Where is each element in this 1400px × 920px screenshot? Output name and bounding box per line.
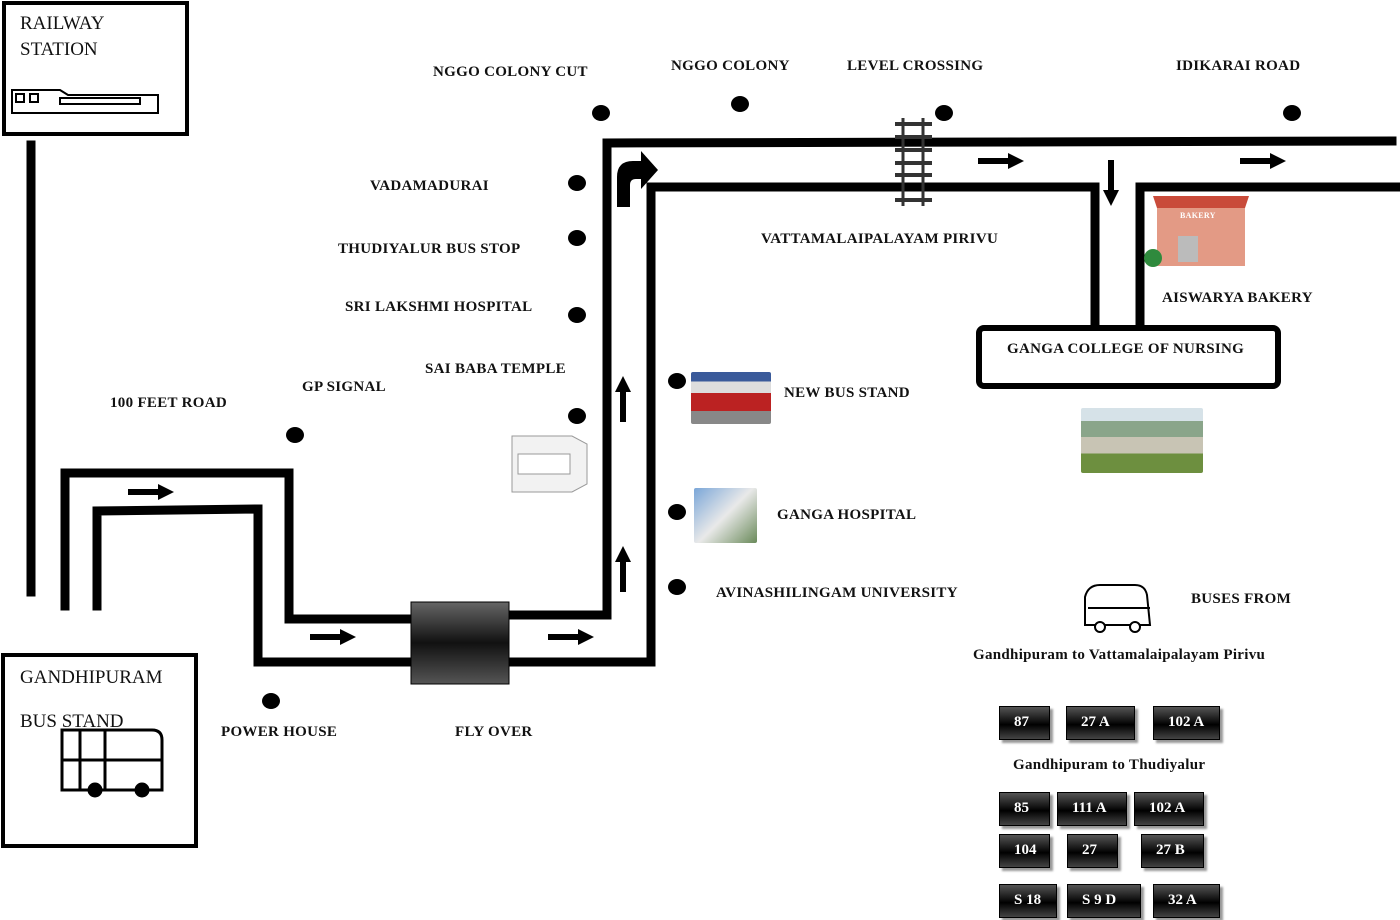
arrow-right-icon bbox=[1240, 153, 1286, 169]
label-100-feet-road: 100 FEET ROAD bbox=[110, 395, 227, 411]
gandhipuram-label-2: BUS STAND bbox=[20, 711, 124, 732]
arrow-up-icon bbox=[615, 376, 631, 422]
bus-number: 111 A bbox=[1057, 792, 1127, 826]
ganga-college-photo bbox=[1081, 408, 1203, 473]
turn-right-arrow-icon bbox=[617, 151, 658, 207]
stop-dot bbox=[1283, 105, 1301, 121]
railway-label-1: RAILWAY bbox=[20, 13, 105, 34]
stop-dot bbox=[731, 96, 749, 112]
inner-road-north bbox=[505, 182, 1100, 667]
college-road-east bbox=[1135, 182, 1400, 331]
route2-title: Gandhipuram to Thudiyalur bbox=[1013, 757, 1206, 773]
gandhipuram-label-1: GANDHIPURAM bbox=[20, 667, 163, 688]
bus-number: S 18 bbox=[999, 884, 1057, 918]
arrow-right-icon bbox=[310, 629, 356, 645]
arrow-right-icon bbox=[978, 153, 1024, 169]
bus-number: 102 A bbox=[1153, 706, 1220, 740]
railway-station-box: RAILWAY STATION bbox=[2, 1, 189, 136]
bus-icon bbox=[1084, 584, 1152, 633]
bus-number: S 9 D bbox=[1067, 884, 1141, 918]
label-thudiyalur-bus-stop: THUDIYALUR BUS STOP bbox=[338, 241, 521, 257]
label-new-bus-stand: NEW BUS STAND bbox=[784, 385, 910, 401]
bus-number: 32 A bbox=[1153, 884, 1220, 918]
label-nggo-colony: NGGO COLONY bbox=[671, 58, 790, 74]
label-gp-signal: GP SIGNAL bbox=[302, 379, 386, 395]
label-nggo-colony-cut: NGGO COLONY CUT bbox=[433, 64, 588, 80]
stop-dot bbox=[568, 408, 586, 424]
label-vattamalaipalayam-pirivu: VATTAMALAIPALAYAM PIRIVU bbox=[761, 231, 999, 247]
arrow-right-icon bbox=[548, 629, 594, 645]
bus-stand-bus-icon bbox=[60, 728, 164, 798]
arrow-down-icon bbox=[1103, 160, 1119, 206]
ganga-hospital-photo bbox=[694, 488, 757, 543]
bus-number: 27 A bbox=[1066, 706, 1135, 740]
bakery-sign: BAKERY bbox=[1180, 211, 1216, 220]
ganga-college-box: GANGA COLLEGE OF NURSING bbox=[976, 325, 1281, 389]
stop-markers bbox=[262, 96, 1301, 709]
label-idikarai-road: IDIKARAI ROAD bbox=[1176, 58, 1301, 74]
stop-dot bbox=[568, 175, 586, 191]
arrow-right-icon bbox=[128, 484, 174, 500]
buses-title: BUSES FROM bbox=[1191, 591, 1292, 607]
gandhipuram-bus-stand-box: GANDHIPURAM BUS STAND bbox=[1, 653, 198, 848]
direction-arrows bbox=[128, 151, 1286, 645]
stop-dot bbox=[568, 230, 586, 246]
label-vadamadurai: VADAMADURAI bbox=[370, 178, 489, 194]
stop-dot bbox=[592, 105, 610, 121]
college-label: GANGA COLLEGE OF NURSING bbox=[1007, 341, 1245, 357]
stop-dot bbox=[935, 105, 953, 121]
bakery-icon bbox=[1144, 196, 1249, 267]
bus-number: 104 bbox=[999, 834, 1050, 868]
label-aiswarya-bakery: AISWARYA BAKERY bbox=[1162, 290, 1313, 306]
bus-number: 27 B bbox=[1141, 834, 1204, 868]
bus-number: 102 A bbox=[1134, 792, 1204, 826]
bus-number: 87 bbox=[999, 706, 1050, 740]
stop-dot bbox=[262, 693, 280, 709]
stop-dot bbox=[668, 504, 686, 520]
train-icon bbox=[11, 89, 159, 114]
railway-label-2: STATION bbox=[20, 39, 98, 60]
stop-dot bbox=[568, 307, 586, 323]
new-bus-stand-photo bbox=[691, 372, 771, 424]
stop-dot bbox=[668, 579, 686, 595]
railway-crossing-icon bbox=[895, 118, 932, 206]
label-sri-lakshmi-hospital: SRI LAKSHMI HOSPITAL bbox=[345, 299, 533, 315]
label-fly-over: FLY OVER bbox=[455, 724, 533, 740]
route1-title: Gandhipuram to Vattamalaipalayam Pirivu bbox=[973, 647, 1266, 663]
label-ganga-hospital: GANGA HOSPITAL bbox=[777, 507, 917, 523]
stop-dot bbox=[668, 373, 686, 389]
outer-road-north bbox=[505, 136, 1397, 620]
inner-road-west bbox=[92, 504, 417, 667]
label-level-crossing: LEVEL CROSSING bbox=[847, 58, 984, 74]
label-avinashilingam-university: AVINASHILINGAM UNIVERSITY bbox=[716, 585, 958, 601]
label-sai-baba-temple: SAI BABA TEMPLE bbox=[425, 361, 566, 377]
flyover bbox=[410, 601, 510, 685]
bus-number: 85 bbox=[999, 792, 1050, 826]
stop-dot bbox=[286, 427, 304, 443]
bus-number: 27 bbox=[1067, 834, 1118, 868]
temple-icon bbox=[511, 435, 588, 493]
outer-road-west bbox=[60, 468, 417, 624]
arrow-up-icon bbox=[615, 546, 631, 592]
label-power-house: POWER HOUSE bbox=[221, 724, 338, 740]
